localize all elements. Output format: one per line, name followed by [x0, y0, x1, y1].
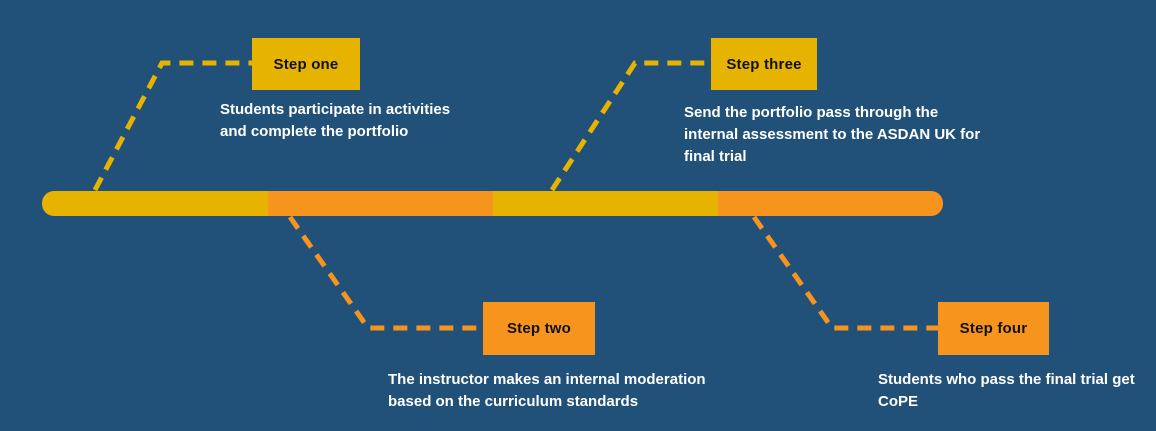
- connector-step-three-dashed-line: [549, 60, 711, 192]
- step-two-description: The instructor makes an internal moderat…: [388, 369, 706, 413]
- timeline-bar: [42, 191, 943, 216]
- bar-segment-2: [268, 191, 493, 216]
- connector-step-one-dashed-line: [92, 60, 252, 192]
- step-two-description-line: based on the curriculum standards: [388, 393, 639, 410]
- step-four-description-line: CoPE: [878, 393, 919, 410]
- step-four-description-line: Students who pass the final trial get: [878, 371, 1135, 388]
- step-four-label: Step four: [959, 320, 1028, 337]
- step-three-description-line: internal assessment to the ASDAN UK for: [684, 126, 981, 143]
- step-one-description: Students participate in activities and c…: [220, 99, 450, 143]
- step-two-box: Step two: [483, 302, 595, 355]
- connector-step-two-dashed-line: [287, 215, 483, 331]
- step-three-label: Step three: [726, 55, 802, 73]
- step-four-box: Step four: [938, 302, 1049, 355]
- step-three-box: Step three: [711, 38, 817, 90]
- step-two-label: Step two: [506, 320, 572, 337]
- step-one-box: Step one: [252, 38, 360, 90]
- step-one-description-line: Students participate in activities: [220, 101, 451, 118]
- step-two-description-line: The instructor makes an internal moderat…: [388, 371, 706, 388]
- connector-step-four-dashed-line: [751, 215, 938, 331]
- bar-segment-3: [493, 191, 718, 216]
- step-four-description: Students who pass the final trial get Co…: [878, 369, 1135, 413]
- step-one-description-line: and complete the portfolio: [220, 123, 409, 140]
- step-three-description-line: Send the portfolio pass through the: [684, 104, 939, 121]
- bar-segment-1: [42, 191, 268, 216]
- step-one-label: Step one: [273, 55, 339, 73]
- bar-segment-4: [718, 191, 943, 216]
- step-three-description: Send the portfolio pass through the inte…: [684, 102, 980, 168]
- step-three-description-line: final trial: [684, 148, 747, 165]
